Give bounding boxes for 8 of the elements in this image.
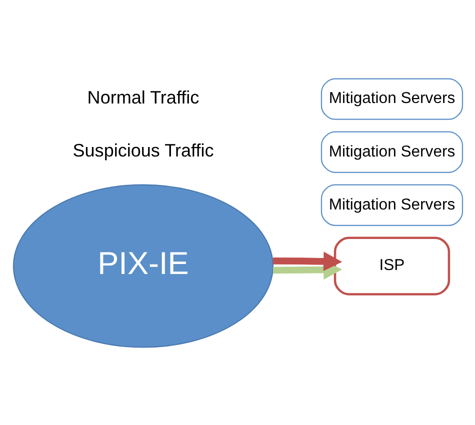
node-box: Mitigation Servers	[320, 78, 463, 120]
node-box: Mitigation Servers	[320, 130, 463, 172]
node-box: Mitigation Servers	[320, 184, 463, 226]
node-ellipse: PIX-IE	[12, 184, 274, 348]
node-box: ISP	[333, 236, 450, 295]
label: Normal Traffic	[86, 86, 199, 107]
arrow	[272, 251, 342, 271]
label: Suspicious Traffic	[72, 140, 214, 160]
